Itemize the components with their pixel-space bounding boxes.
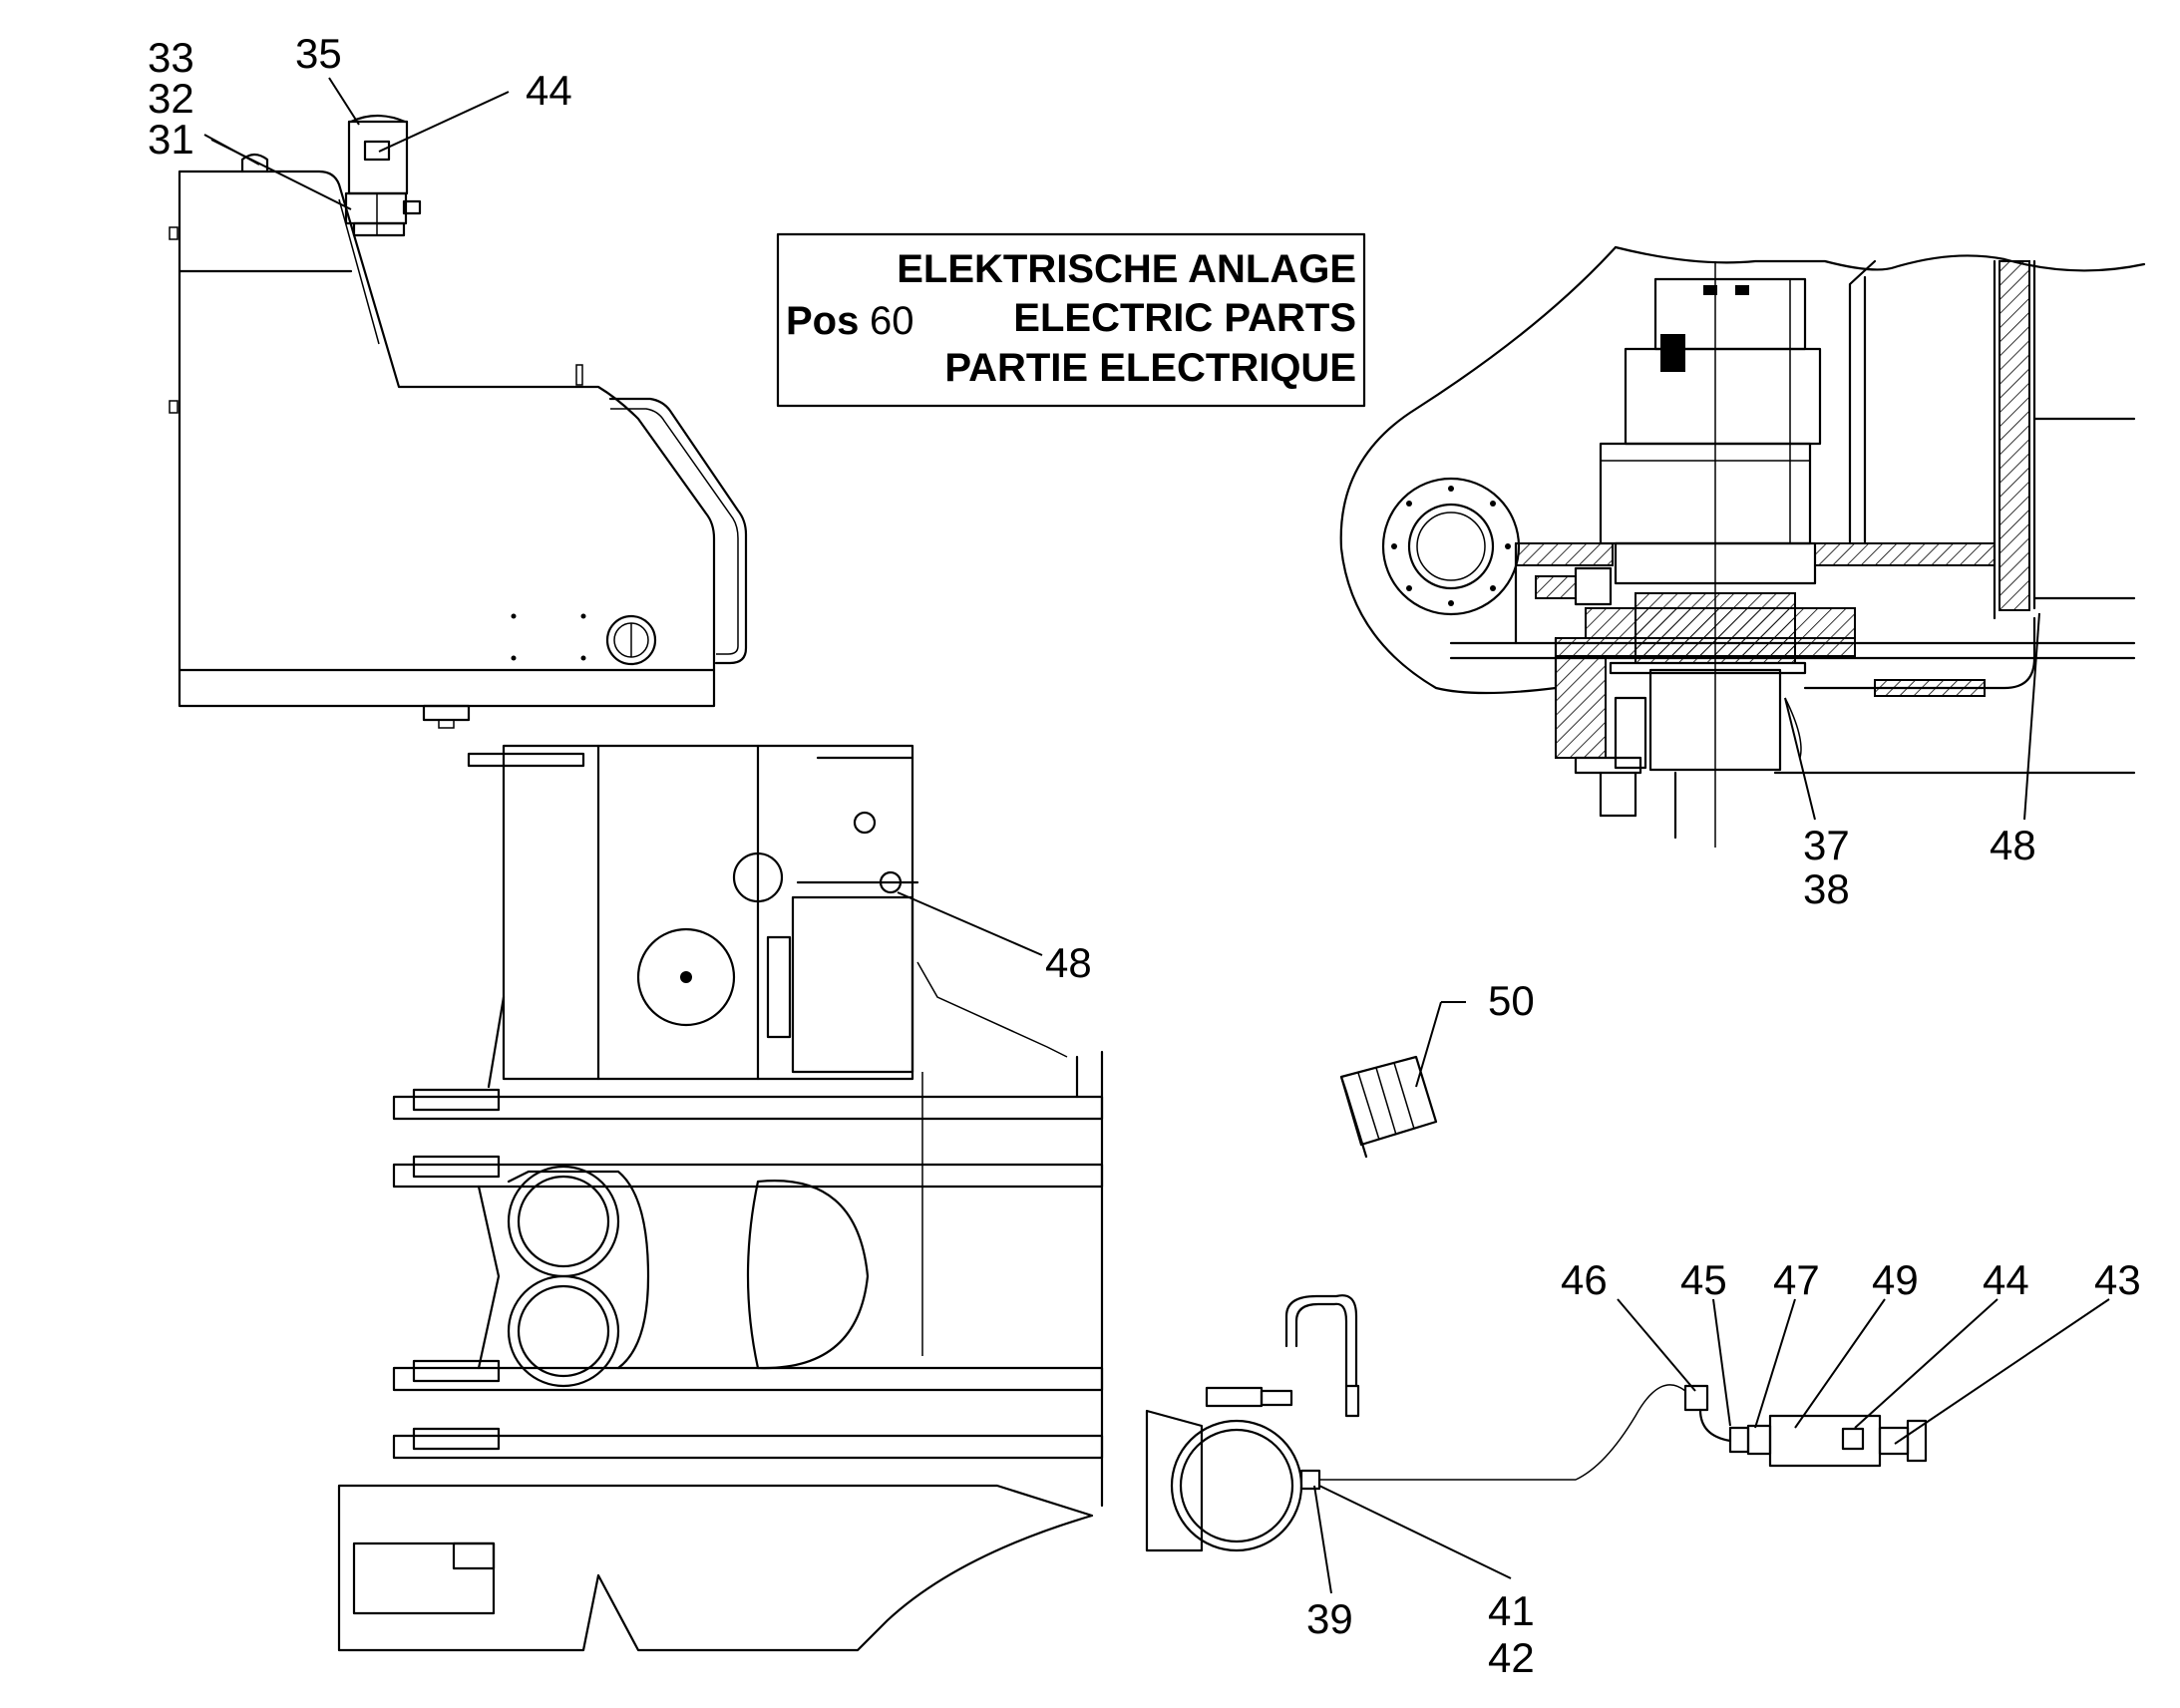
callout-42: 42 [1488, 1634, 1535, 1681]
title-line-fr: PARTIE ELECTRIQUE [944, 346, 1356, 390]
callout-45: 45 [1680, 1256, 1727, 1303]
callout-44-tank: 44 [526, 67, 572, 114]
callout-32: 32 [148, 75, 194, 122]
swing-drive-section [1339, 245, 2146, 848]
callout-35: 35 [295, 30, 342, 77]
travel-motor-sensor-view [1145, 1294, 1928, 1552]
callout-41: 41 [1488, 1587, 1535, 1634]
callout-39: 39 [1306, 1595, 1353, 1642]
title-block: ELEKTRISCHE ANLAGE ELECTRIC PARTS PARTIE… [776, 232, 1366, 408]
callout-33: 33 [148, 34, 194, 81]
callout-47: 47 [1773, 1256, 1820, 1303]
callout-50: 50 [1488, 977, 1535, 1024]
leader-lines [203, 77, 2110, 1594]
callout-46: 46 [1561, 1256, 1608, 1303]
callout-48-swing: 48 [1990, 822, 2036, 868]
callout-31: 31 [148, 116, 194, 163]
callout-labels: 33 32 31 35 44 48 37 38 48 50 46 45 47 4… [148, 30, 2141, 1681]
pos-number: 60 [870, 299, 914, 343]
chassis-frame-view [337, 744, 1104, 1652]
callout-49: 49 [1872, 1256, 1919, 1303]
hydraulic-tank-view [169, 114, 748, 729]
callout-37: 37 [1803, 822, 1850, 868]
callout-44-sensor: 44 [1983, 1256, 2029, 1303]
callout-43: 43 [2094, 1256, 2141, 1303]
callout-38: 38 [1803, 865, 1850, 912]
pos-label: Pos [786, 299, 859, 343]
title-line-en: ELECTRIC PARTS [1013, 296, 1356, 340]
title-line-de: ELEKTRISCHE ANLAGE [897, 247, 1356, 291]
battery-tray [1339, 1055, 1438, 1159]
callout-48-chassis: 48 [1045, 939, 1092, 986]
